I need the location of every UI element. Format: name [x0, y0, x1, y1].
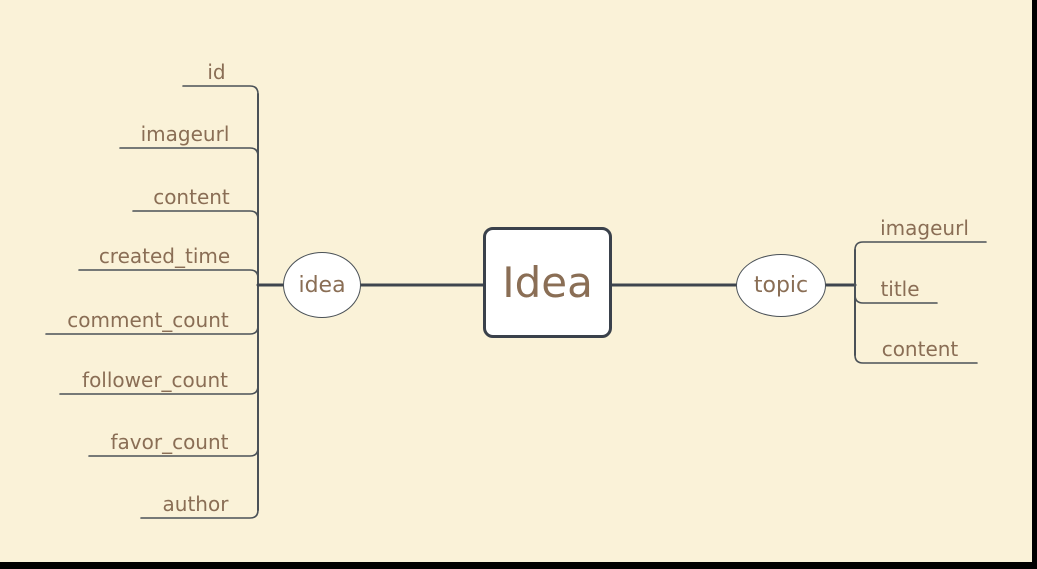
- branch-line-id: [182, 85, 259, 95]
- child-node-idea-favor-count[interactable]: favor_count: [110, 430, 229, 454]
- branch-node-idea[interactable]: idea: [283, 252, 361, 318]
- child-node-topic-title[interactable]: title: [880, 277, 920, 301]
- child-node-topic-content[interactable]: content: [881, 337, 959, 361]
- branch-node-topic[interactable]: topic: [736, 254, 826, 317]
- child-node-topic-imageurl[interactable]: imageurl: [880, 216, 969, 240]
- child-node-idea-id[interactable]: id: [207, 60, 226, 84]
- child-node-idea-imageurl[interactable]: imageurl: [140, 122, 230, 146]
- child-node-idea-follower-count[interactable]: follower_count: [82, 368, 228, 392]
- branch-line-imageurl-left: [119, 147, 259, 157]
- window-edge-right: [1032, 0, 1037, 569]
- child-node-idea-created-time[interactable]: created_time: [98, 244, 231, 268]
- child-node-idea-comment-count[interactable]: comment_count: [67, 308, 229, 332]
- child-node-idea-content[interactable]: content: [153, 185, 230, 209]
- branch-line-content-left: [132, 210, 259, 220]
- branch-line-created-time: [78, 269, 259, 279]
- branch-line-imageurl-right: [854, 241, 987, 251]
- central-topic-node[interactable]: Idea: [483, 227, 612, 338]
- child-node-idea-author[interactable]: author: [162, 492, 229, 516]
- window-edge-bottom: [0, 562, 1037, 569]
